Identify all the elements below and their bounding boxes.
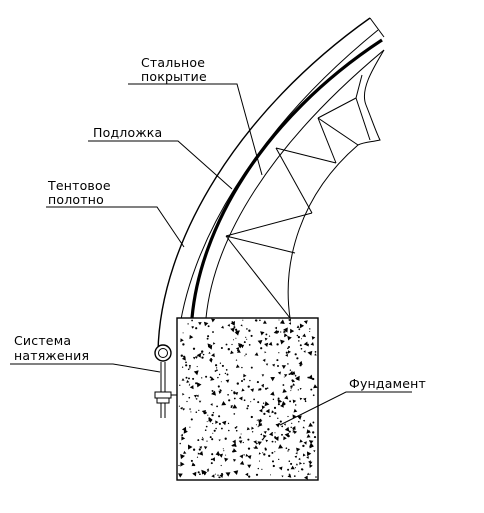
label-tent-fabric-1: Тентовое bbox=[47, 178, 111, 193]
tension-bolt bbox=[154, 362, 177, 418]
leader-substrate bbox=[88, 140, 233, 190]
band-top-cap bbox=[369, 17, 385, 38]
label-steel-cover-1: Стальное bbox=[141, 55, 205, 70]
leader-tension-system bbox=[10, 363, 161, 373]
steel-cover-curve bbox=[190, 38, 383, 319]
leader-tent-fabric bbox=[46, 206, 185, 248]
foundation-block bbox=[176, 317, 319, 481]
concrete-texture bbox=[178, 318, 318, 480]
leader-steel-cover bbox=[128, 83, 263, 176]
leader-foundation bbox=[279, 391, 412, 426]
tension-roller bbox=[154, 344, 172, 362]
inner-frame-curve bbox=[205, 49, 385, 319]
label-foundation: Фундамент bbox=[349, 376, 426, 391]
label-substrate: Подложка bbox=[93, 125, 162, 140]
label-tent-fabric-2: полотно bbox=[48, 192, 104, 207]
tent-fabric-outer-curve bbox=[157, 17, 371, 353]
truss-web bbox=[225, 74, 371, 319]
truss-bottom-chord bbox=[287, 144, 359, 319]
label-tension-system-1: Система bbox=[14, 333, 71, 348]
label-steel-cover-2: покрытие bbox=[141, 69, 207, 84]
frame-end-wave bbox=[357, 49, 385, 146]
label-tension-system-2: натяжения bbox=[14, 348, 89, 363]
tent-fabric-inner-curve bbox=[177, 29, 379, 341]
